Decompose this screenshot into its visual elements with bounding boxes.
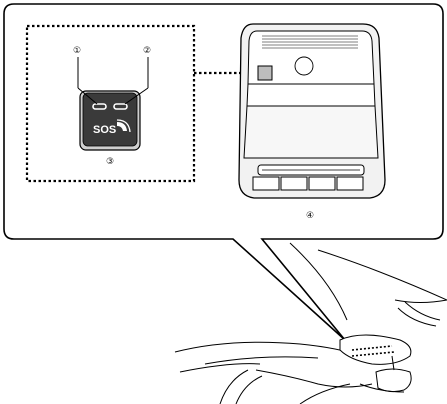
overhead-console-panel: [238, 23, 386, 199]
callout-2-leader-diag: [124, 87, 149, 105]
detail-dotted-box: [25, 24, 196, 183]
phone-handset-icon: [116, 119, 131, 133]
sos-label: SOS: [93, 124, 116, 136]
car-interior-sketch: [174, 242, 447, 404]
callout-2: ②: [143, 46, 151, 56]
callout-4: ④: [306, 211, 314, 221]
indicator-light-1: [92, 103, 107, 110]
sos-button-location-marker: [257, 65, 273, 81]
lamp-switch-2: [280, 176, 308, 191]
lamp-switch-4: [336, 176, 364, 191]
indicator-light-2: [113, 103, 128, 110]
lamp-switch-3: [308, 176, 336, 191]
lamp-switches: [252, 176, 364, 191]
callout-1: ①: [73, 46, 81, 56]
callout-1-leader-diag: [77, 87, 98, 105]
panel-vent-grille: [262, 35, 358, 49]
panel-sensor: [294, 56, 314, 76]
sos-button: SOS: [79, 90, 141, 151]
callout-3: ③: [106, 157, 114, 167]
lamp-switch-1: [252, 176, 280, 191]
